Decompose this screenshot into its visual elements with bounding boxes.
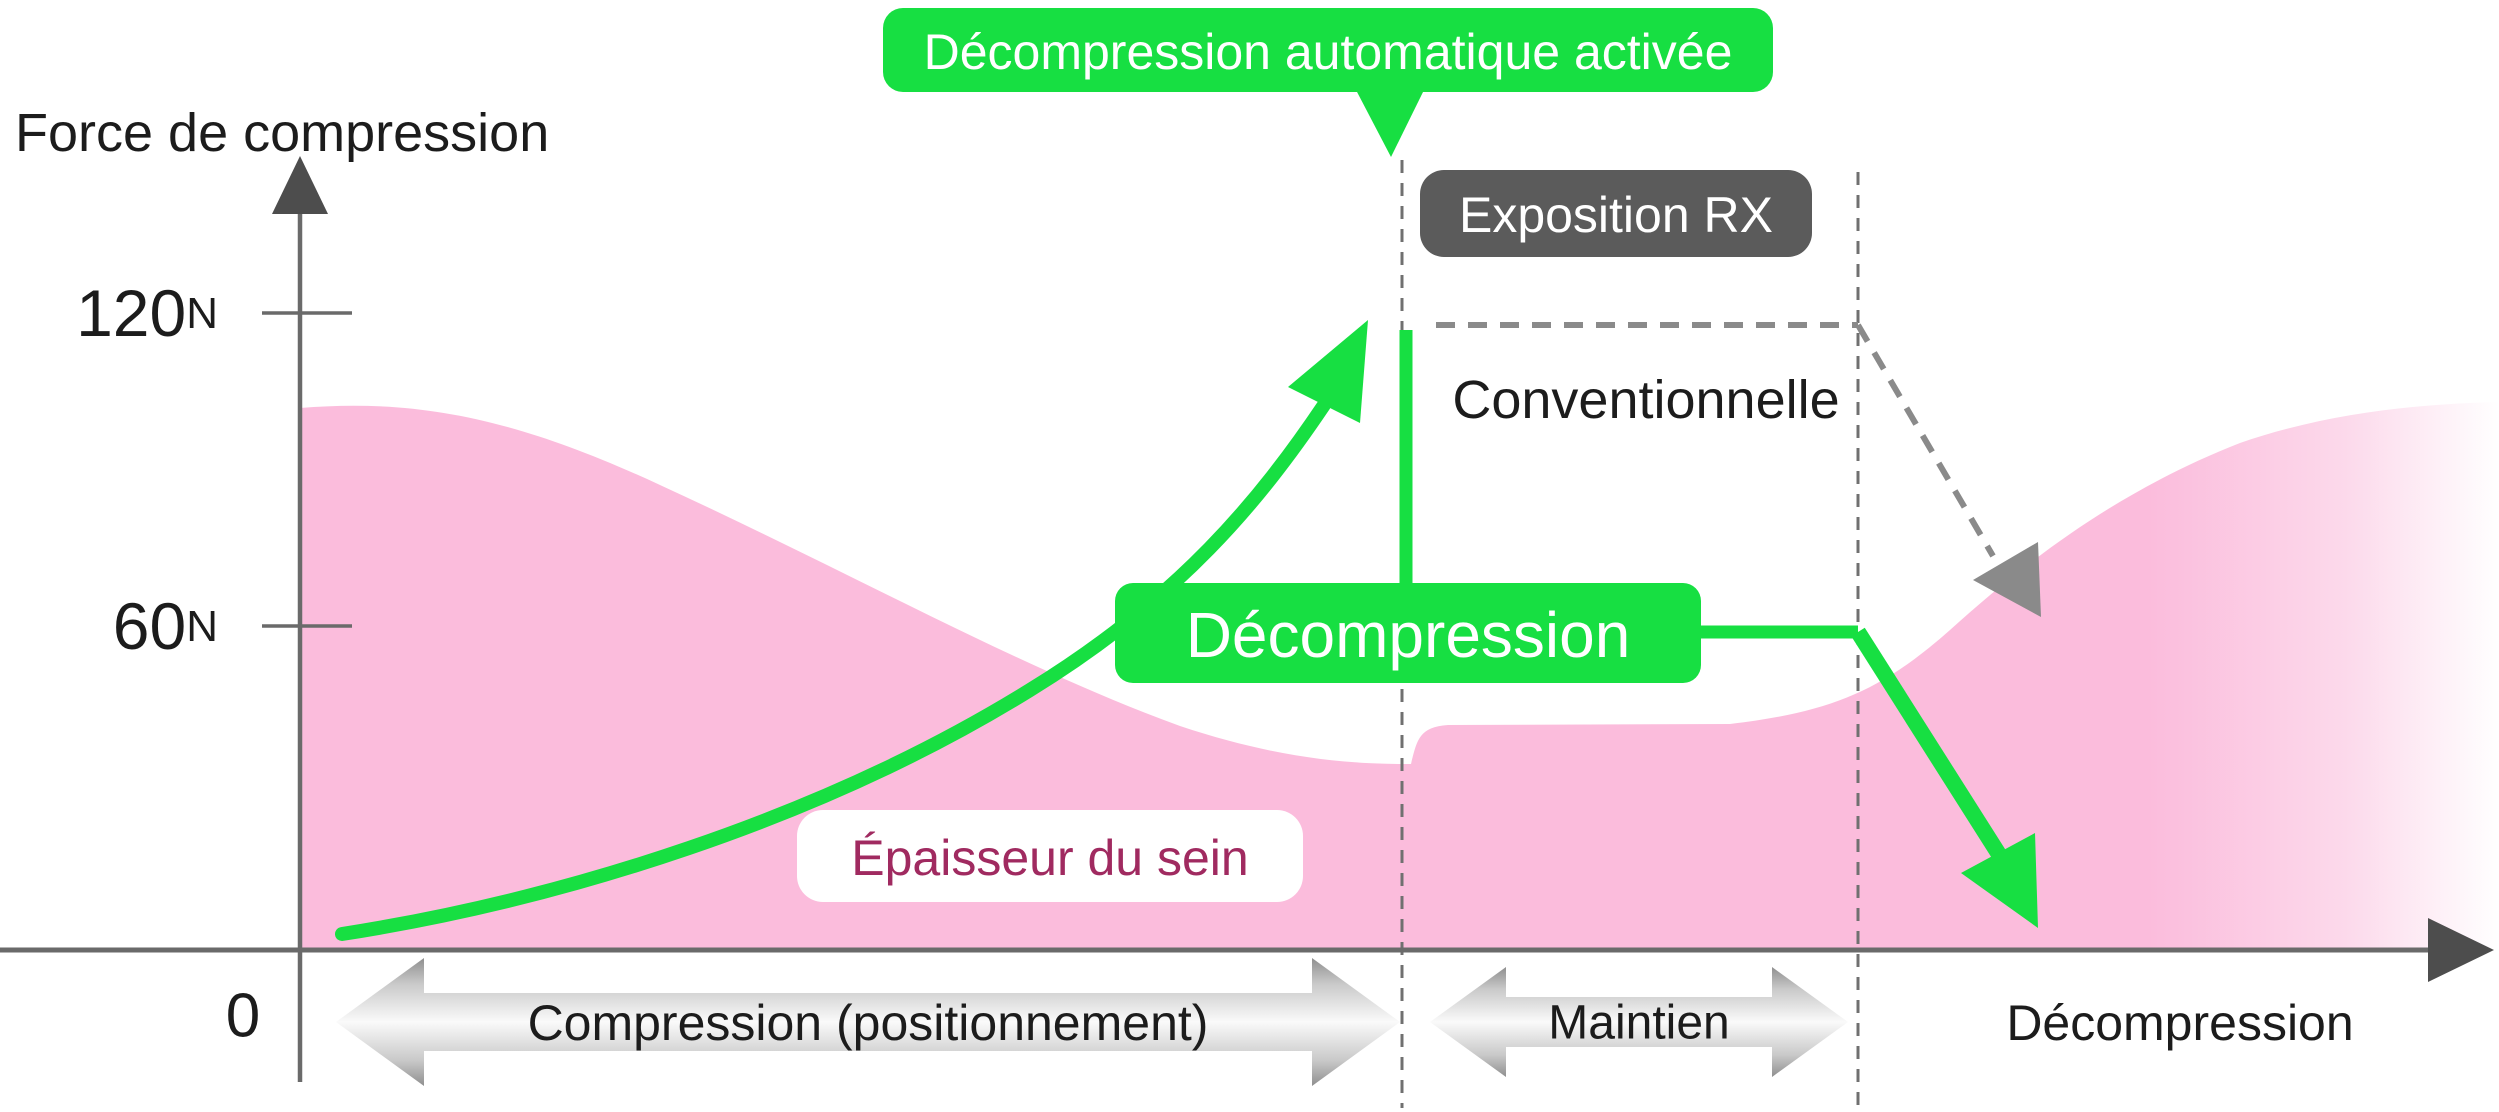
conventional-label: Conventionnelle [1452, 370, 1839, 430]
force-curve [335, 398, 1331, 941]
banner-tail-icon [1356, 90, 1424, 157]
phase-hold-label: Maintien [1548, 997, 1729, 1050]
x-axis-arrowhead-icon [2428, 918, 2494, 982]
exposure-badge [1420, 170, 1812, 257]
thickness-label: Épaisseur du sein [851, 830, 1248, 886]
origin-label: 0 [226, 982, 260, 1051]
tick-label-60N: 60N [113, 589, 218, 663]
tick-120-unit: N [186, 289, 218, 338]
decompression-badge [1115, 583, 1701, 683]
tick-label-120N: 120N [76, 276, 218, 350]
tick-120-value: 120 [76, 276, 186, 350]
tick-60-unit: N [186, 602, 218, 651]
exposure-badge-label: Exposition RX [1459, 187, 1773, 243]
thickness-label-pill [797, 810, 1303, 902]
phase-decompression-label: Décompression [2006, 995, 2353, 1051]
decompression-slope-line [1851, 627, 2007, 861]
auto-decompression-banner [883, 8, 1773, 92]
y-axis-arrowhead-icon [272, 156, 328, 214]
hold-phase-arrow [1430, 967, 1848, 1077]
tick-60-value: 60 [113, 589, 186, 663]
compression-phase-arrow [336, 958, 1400, 1086]
decompression-badge-label: Décompression [1186, 599, 1631, 671]
conventional-arrowhead-icon [1973, 542, 2041, 617]
conventional-force-dashed-diagonal [1855, 323, 1996, 558]
decompression-arrowhead-icon [1961, 833, 2038, 928]
y-axis-title: Force de compression [15, 103, 549, 163]
force-curve-arrowhead-icon [1288, 320, 1368, 423]
phase-compression-label: Compression (positionnement) [528, 995, 1209, 1051]
banner-label: Décompression automatique activée [924, 24, 1733, 80]
